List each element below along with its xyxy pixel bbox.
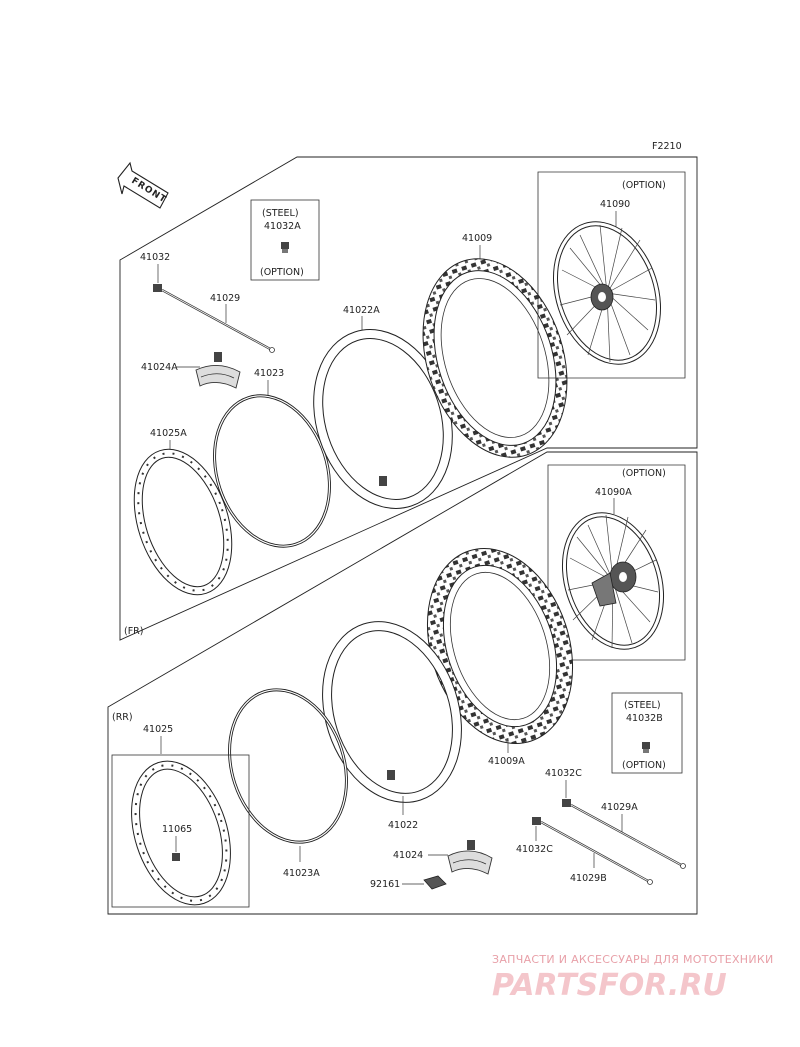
part-41032C-a: 41032C — [545, 768, 582, 779]
nipple-41032-icon — [153, 284, 162, 292]
part-11065: 11065 — [162, 824, 192, 835]
option-label-rear-wheel: (OPTION) — [622, 468, 666, 479]
option-label-rear-valve: (OPTION) — [622, 760, 666, 771]
part-41029: 41029 — [210, 293, 240, 304]
steel-label-front: (STEEL) — [262, 208, 299, 219]
part-41023A: 41023A — [283, 868, 320, 879]
part-41022A: 41022A — [343, 305, 380, 316]
rim-tape-41023-icon — [213, 394, 331, 548]
spoke-41029A-icon — [570, 804, 686, 869]
patch-92161-icon — [423, 875, 447, 890]
rear-rim-box — [111, 754, 250, 908]
front-section-label: (FR) — [124, 626, 143, 637]
option-label-front-wheel: (OPTION) — [622, 180, 666, 191]
steel-option-box-front — [250, 199, 320, 281]
nipple-41032C-a-icon — [562, 799, 571, 807]
part-41025A: 41025A — [150, 428, 187, 439]
wheel-41090-icon — [552, 221, 662, 365]
part-41029B: 41029B — [570, 873, 607, 884]
part-41009: 41009 — [462, 233, 492, 244]
part-41023: 41023 — [254, 368, 284, 379]
wheel-41090A-icon — [561, 512, 665, 650]
rim-tape-41023A-icon — [228, 688, 348, 844]
part-41032C-b: 41032C — [516, 844, 553, 855]
rim-lock-41024A-icon — [195, 352, 241, 389]
front-wheel-option-frame — [537, 171, 686, 379]
part-41090: 41090 — [600, 199, 630, 210]
plug-11065-icon — [172, 853, 180, 861]
valve-cap-41032B-icon — [642, 742, 650, 753]
nipple-41032C-b-icon — [532, 817, 541, 825]
front-section-frame — [119, 156, 698, 641]
figure-code: F2210 — [652, 141, 682, 152]
watermark-caption: ЗАПЧАСТИ И АКСЕССУАРЫ ДЛЯ МОТОТЕХНИКИ — [492, 953, 774, 966]
rim-lock-41024-icon — [447, 840, 493, 875]
part-92161: 92161 — [370, 879, 400, 890]
part-41032A: 41032A — [264, 221, 301, 232]
tire-41009A-icon — [426, 548, 574, 744]
rim-41025A-icon — [133, 448, 233, 596]
steel-option-box-rear — [611, 692, 683, 774]
front-arrow-icon: FRONT — [117, 161, 169, 209]
watermark-brand: PARTSFOR.RU — [492, 968, 727, 1003]
part-41029A: 41029A — [601, 802, 638, 813]
part-41009A: 41009A — [488, 756, 525, 767]
part-41090A: 41090A — [595, 487, 632, 498]
spoke-41029B-icon — [540, 821, 653, 885]
tire-41009-icon — [422, 258, 568, 458]
part-41032: 41032 — [140, 252, 170, 263]
part-41025: 41025 — [143, 724, 173, 735]
part-41024: 41024 — [393, 850, 423, 861]
valve-cap-41032A-icon — [281, 242, 289, 253]
part-41032B: 41032B — [626, 713, 663, 724]
rim-41025-icon — [131, 760, 231, 906]
option-label-front-valve: (OPTION) — [260, 267, 304, 278]
steel-label-rear: (STEEL) — [624, 700, 661, 711]
part-41024A: 41024A — [141, 362, 178, 373]
part-41022: 41022 — [388, 820, 418, 831]
rear-section-label: (RR) — [112, 712, 133, 723]
spoke-41029-icon — [161, 289, 275, 353]
rear-section-frame — [107, 451, 698, 915]
